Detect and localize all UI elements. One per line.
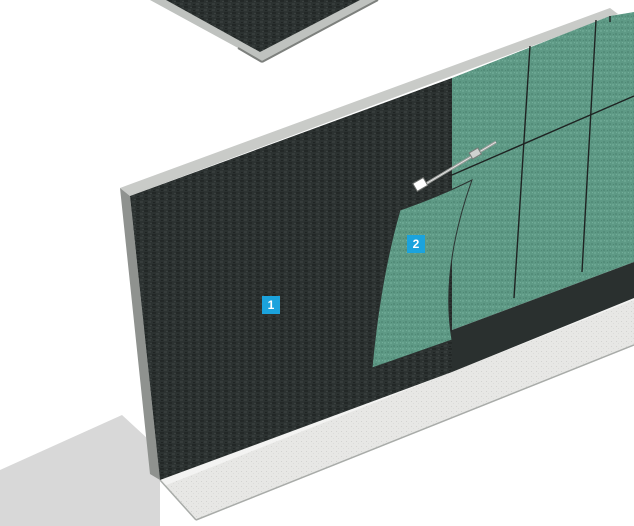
- callout-2: 2: [407, 235, 425, 253]
- callout-1: 1: [262, 296, 280, 314]
- floating-panel: [150, 0, 378, 62]
- ground-shadow: [0, 415, 160, 526]
